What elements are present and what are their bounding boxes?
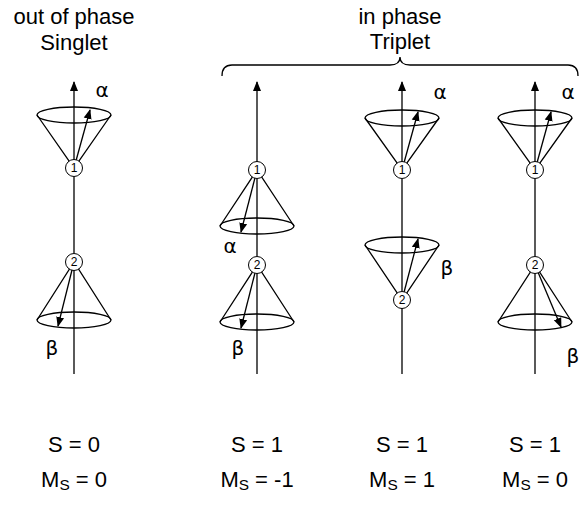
atom-number: 2 — [399, 294, 406, 306]
atom-circle: 2 — [393, 291, 411, 309]
text-label: β — [567, 345, 580, 367]
text-label: MS = 0 — [502, 468, 568, 495]
cone — [37, 107, 111, 123]
axis — [73, 270, 74, 374]
text-label: β — [232, 337, 245, 359]
atom-circle: 1 — [526, 161, 544, 179]
axis — [256, 273, 257, 374]
axis — [401, 82, 402, 162]
axis — [534, 273, 535, 374]
atom-number: 1 — [532, 164, 539, 176]
cone — [498, 314, 572, 330]
atom-number: 2 — [532, 259, 539, 271]
text-label: MS = -1 — [220, 468, 293, 495]
text-label: S = 1 — [376, 433, 428, 457]
text-label: MS = 1 — [369, 468, 435, 495]
spin-vector — [535, 265, 561, 327]
axis — [256, 82, 257, 162]
text-label: in phase — [358, 5, 441, 29]
text-label: S = 1 — [509, 433, 561, 457]
atom-circle: 2 — [65, 253, 83, 271]
text-label: MS = 0 — [41, 468, 107, 495]
text-label: S = 1 — [231, 433, 283, 457]
axis-segment — [73, 177, 74, 253]
axis — [73, 82, 74, 160]
text-label: out of phase — [13, 5, 134, 29]
atom-circle: 1 — [248, 161, 266, 179]
atom-number: 1 — [254, 164, 261, 176]
atom-number: 1 — [71, 162, 78, 174]
text-label: α — [223, 235, 236, 257]
axis-segment — [401, 179, 402, 291]
spin-vector — [241, 170, 257, 232]
text-label: Triplet — [370, 30, 430, 54]
text-label: Singlet — [40, 31, 107, 55]
cone — [220, 314, 294, 330]
atom-circle: 1 — [393, 161, 411, 179]
spin-vector — [241, 265, 257, 328]
text-label: S = 0 — [48, 433, 100, 457]
axis-segment — [534, 179, 535, 256]
text-label: β — [441, 257, 454, 279]
cone — [365, 110, 439, 126]
atom-circle: 2 — [526, 256, 544, 274]
atom-circle: 2 — [248, 256, 266, 274]
axis — [401, 308, 402, 374]
axis — [534, 82, 535, 162]
atom-number: 1 — [399, 164, 406, 176]
bracket — [222, 57, 578, 76]
text-label: α — [433, 81, 446, 103]
text-label: α — [95, 79, 108, 101]
axis-segment — [256, 179, 257, 256]
atom-circle: 1 — [65, 159, 83, 177]
spin-vector — [58, 262, 74, 326]
cone — [37, 312, 111, 328]
atom-number: 2 — [254, 259, 261, 271]
atom-number: 2 — [71, 256, 78, 268]
text-label: α — [561, 81, 574, 103]
cone — [498, 110, 572, 126]
text-label: β — [46, 337, 59, 359]
